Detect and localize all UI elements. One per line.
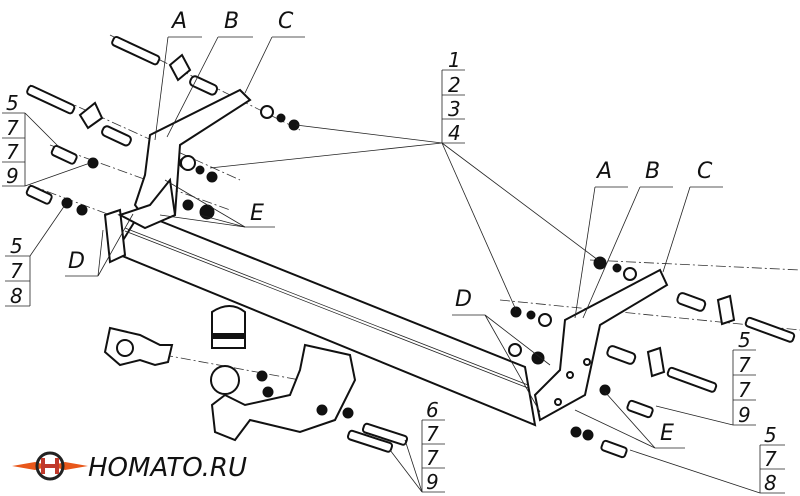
stack-right-lower: 5 7 8 [764,423,777,495]
callout-right-e: E [660,421,674,446]
callout-right-d: D [455,287,472,312]
svg-text:6: 6 [426,398,439,422]
svg-text:7: 7 [10,259,23,283]
logo-text: HOMATO.RU [88,453,247,483]
callout-right-c: C [697,159,713,184]
svg-text:5: 5 [6,91,19,115]
svg-text:5: 5 [10,234,23,258]
crossbar-beam [103,208,537,427]
tow-ball-arm [210,343,409,453]
svg-text:7: 7 [6,116,19,140]
stack-left-lower: 5 7 8 [10,234,23,308]
logo-wing-right-icon [50,462,88,470]
tow-ball-cap [211,305,246,349]
svg-text:1: 1 [448,48,461,72]
svg-text:7: 7 [426,446,439,470]
callout-right-b: B [645,159,660,184]
svg-text:9: 9 [6,164,19,188]
callout-left-c: C [278,9,294,34]
callout-right-a: A [595,159,612,184]
svg-text:4: 4 [448,121,461,145]
svg-text:5: 5 [764,423,777,447]
svg-text:7: 7 [738,353,751,377]
svg-text:8: 8 [764,471,777,495]
callout-left-a: A [170,9,187,34]
logo-wing-left-icon [12,462,50,470]
svg-text:7: 7 [426,422,439,446]
callout-left-e: E [250,201,264,226]
leader-lines [2,36,785,494]
svg-text:9: 9 [738,403,751,427]
right-fasteners [508,256,796,459]
svg-text:9: 9 [426,470,439,494]
svg-text:2: 2 [448,73,461,97]
callout-left-b: B [224,9,239,34]
svg-text:7: 7 [738,378,751,402]
svg-text:5: 5 [738,328,751,352]
left-fasteners [25,35,300,220]
svg-text:7: 7 [764,447,777,471]
logo-h-icon [41,458,59,474]
socket-mounting-plate [103,326,174,367]
logo-ring-icon [35,451,65,481]
svg-text:7: 7 [6,140,19,164]
svg-text:8: 8 [10,284,23,308]
right-mounting-bracket [533,268,669,422]
svg-text:3: 3 [448,97,461,121]
stack-right-upper: 5 7 7 9 [738,328,751,427]
stack-top-center: 1 2 3 4 [448,48,461,145]
stack-bottom-center: 6 7 7 9 [426,398,439,494]
homato-logo: HOMATO.RU [12,451,247,483]
stack-left-upper: 5 7 7 9 [6,91,19,188]
callout-left-d: D [68,249,85,274]
